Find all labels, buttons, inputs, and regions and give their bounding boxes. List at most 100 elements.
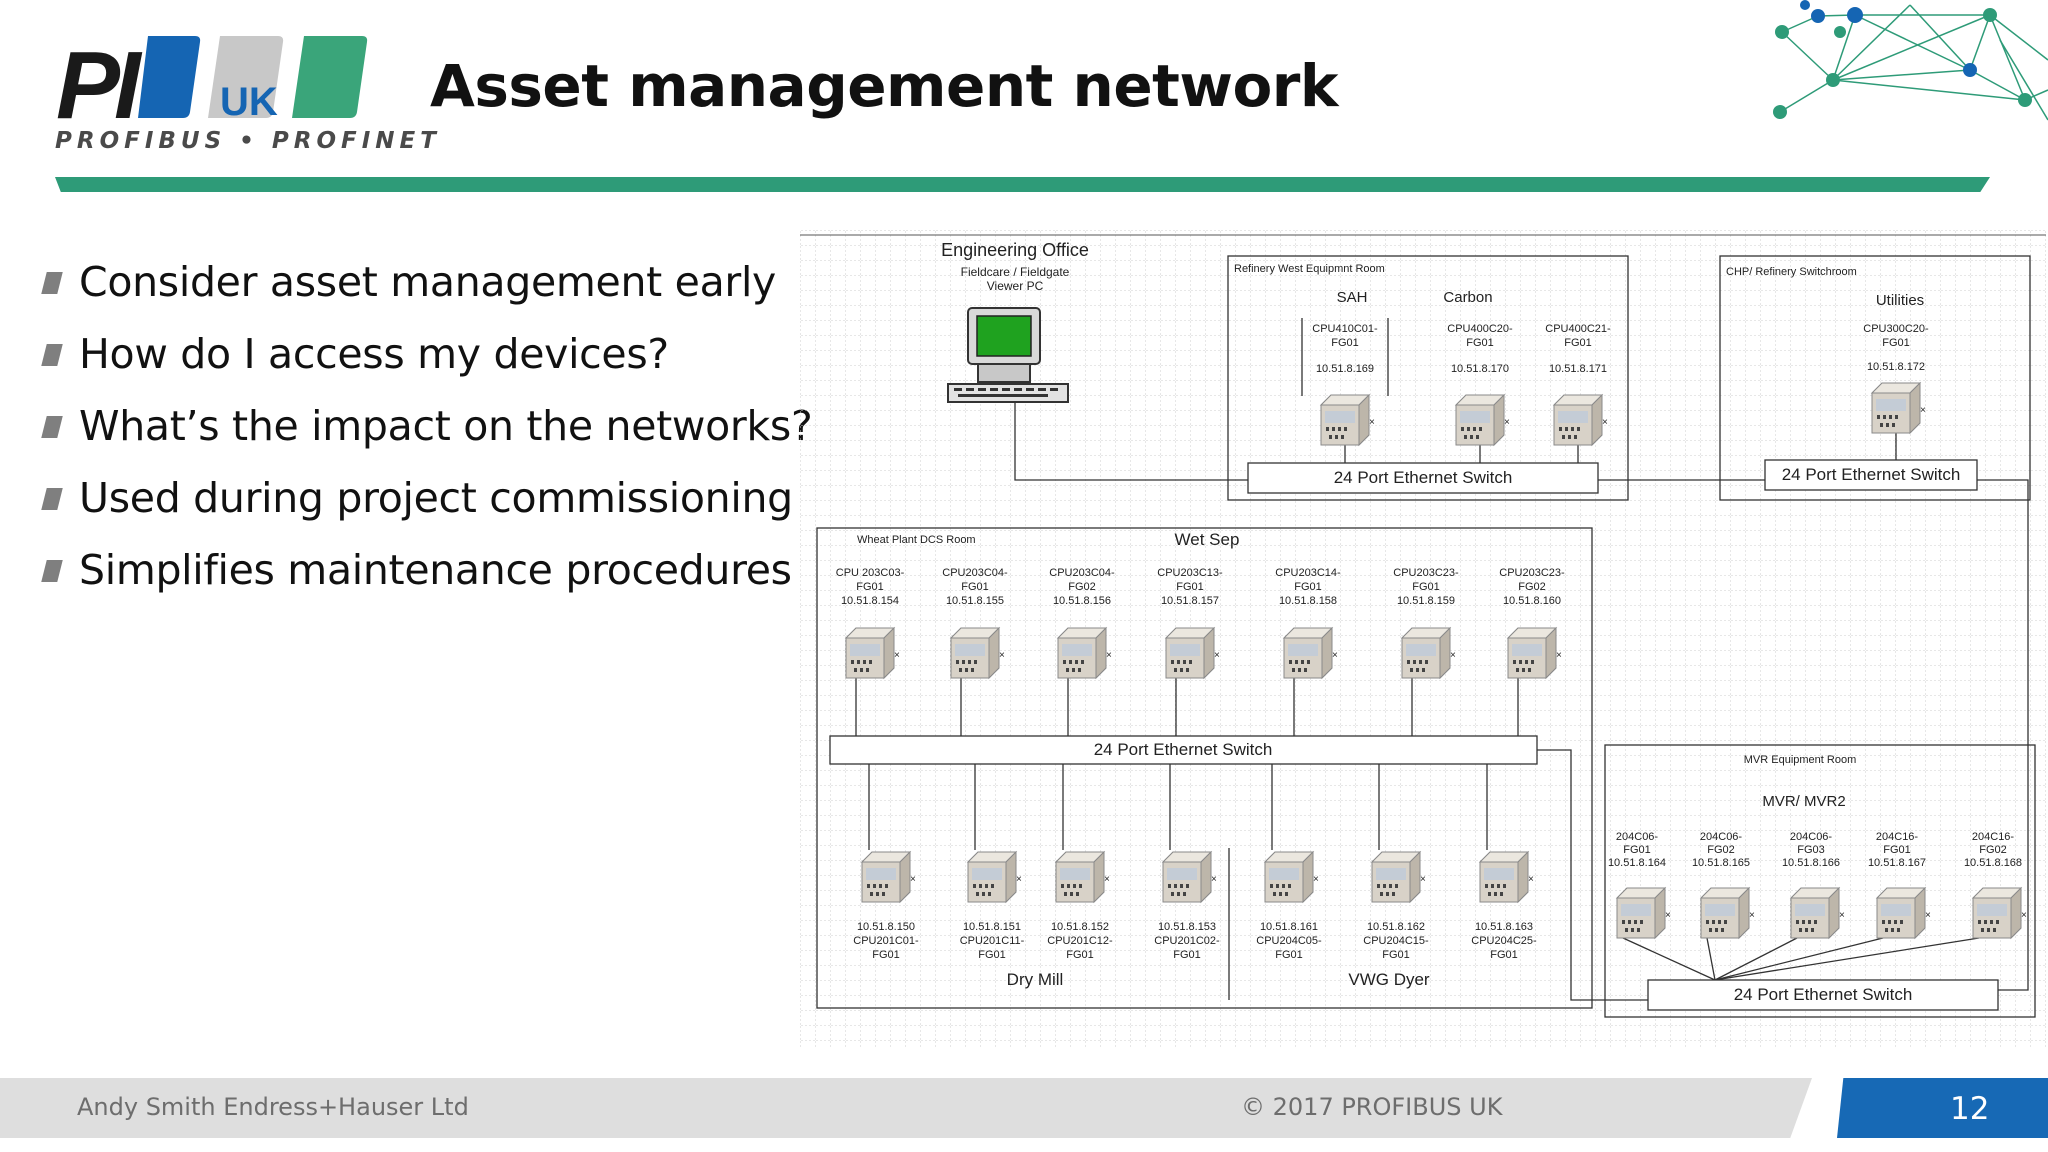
device-ip-label: 10.51.8.162 [1367, 921, 1425, 933]
device-name-label: CPU400C20- [1447, 323, 1513, 335]
device-name-label: FG01 [1066, 949, 1094, 961]
device-name-label: CPU203C13- [1157, 567, 1223, 579]
device-name-label: CPU203C04- [1049, 567, 1115, 579]
chp-switch-label: 24 Port Ethernet Switch [1782, 465, 1961, 484]
device-name-label: CPU203C04- [942, 567, 1008, 579]
logo-grey-block [208, 36, 284, 118]
device-ip-label: 10.51.8.167 [1868, 857, 1926, 869]
device-name-label: CPU204C25- [1471, 935, 1537, 947]
footer-bar [0, 1078, 1812, 1138]
device-name-label: FG01 [978, 949, 1006, 961]
bullet-text: How do I access my devices? [79, 330, 669, 378]
device-name-label: CPU203C23- [1393, 567, 1459, 579]
device-icon [1165, 627, 1221, 679]
device-icon [1790, 887, 1846, 939]
device-icon [1876, 887, 1932, 939]
device-name-label: FG02 [1518, 581, 1546, 593]
device-name-label: CPU201C01- [853, 935, 919, 947]
device-icon [1320, 394, 1376, 446]
device-icon [950, 627, 1006, 679]
footer-author: Andy Smith Endress+Hauser Ltd [77, 1093, 469, 1121]
device-ip-label: 10.51.8.158 [1279, 595, 1337, 607]
device-name-label: 204C06- [1700, 831, 1743, 843]
device-icon [1553, 394, 1609, 446]
bullet-text: What’s the impact on the networks? [79, 402, 813, 450]
network-diagram: × Engineering Office Fieldcare / Fieldga… [800, 230, 2046, 1048]
device-name-label: FG01 [1882, 337, 1910, 349]
device-name-label: FG01 [1883, 844, 1911, 856]
device-ip-label: 10.51.8.152 [1051, 921, 1109, 933]
device-ip-label: 10.51.8.156 [1053, 595, 1111, 607]
device-ip-label: 10.51.8.150 [857, 921, 915, 933]
device-name-label: FG01 [1490, 949, 1518, 961]
logo-uk-text: UK [220, 80, 278, 124]
logo-pi-text: PI [56, 32, 143, 128]
device-icon [1479, 851, 1535, 903]
bullet-text: Consider asset management early [79, 258, 777, 306]
bullet-marker [41, 272, 63, 294]
mvr-group-label: MVR/ MVR2 [1762, 793, 1845, 810]
device-icon [1371, 851, 1427, 903]
network-link [1714, 937, 1980, 981]
network-link [1714, 937, 1884, 981]
device-ip-label: 10.51.8.169 [1316, 363, 1374, 375]
device-ip-label: 10.51.8.161 [1260, 921, 1318, 933]
device-ip-label: 10.51.8.163 [1475, 921, 1533, 933]
device-icon [861, 851, 917, 903]
bullet-item: Consider asset management early [40, 255, 812, 327]
computer-icon [947, 307, 1069, 403]
device-ip-label: 10.51.8.155 [946, 595, 1004, 607]
bullet-item: Simplifies maintenance procedures [40, 543, 812, 615]
engineering-office-caption: Viewer PC [987, 279, 1044, 293]
device-name-label: CPU204C05- [1256, 935, 1322, 947]
device-name-label: 204C16- [1876, 831, 1919, 843]
network-link [1706, 937, 1716, 981]
logo-blue-block [138, 36, 201, 118]
device-name-label: 204C06- [1790, 831, 1833, 843]
device-ip-label: 10.51.8.160 [1503, 595, 1561, 607]
device-name-label: CPU201C11- [960, 935, 1025, 947]
device-icon [967, 851, 1023, 903]
device-name-label: FG01 [856, 581, 884, 593]
device-ip-label: 10.51.8.172 [1867, 361, 1925, 373]
device-name-label: FG02 [1707, 844, 1735, 856]
device-name-label: CPU203C14- [1275, 567, 1341, 579]
device-ip-label: 10.51.8.164 [1608, 857, 1666, 869]
network-link [1977, 479, 2029, 991]
engineering-office-title: Engineering Office [941, 240, 1089, 260]
mvr-room-label: MVR Equipment Room [1744, 754, 1857, 766]
device-icon [1871, 382, 1927, 434]
device-name-label: FG01 [872, 949, 900, 961]
device-ip-label: 10.51.8.157 [1161, 595, 1219, 607]
device-icon [845, 627, 901, 679]
device-ip-label: 10.51.8.154 [841, 595, 899, 607]
bullet-marker [41, 488, 63, 510]
device-name-label: FG03 [1797, 844, 1825, 856]
device-name-label: FG01 [1331, 337, 1359, 349]
device-name-label: FG01 [1294, 581, 1322, 593]
network-decoration [1760, 0, 2048, 130]
device-icon [1972, 887, 2028, 939]
device-name-label: FG01 [1275, 949, 1303, 961]
bullet-marker [41, 560, 63, 582]
device-name-label: CPU410C01- [1312, 323, 1378, 335]
device-name-label: 204C16- [1972, 831, 2015, 843]
page-number-box [1837, 1078, 2048, 1138]
bullet-item: How do I access my devices? [40, 327, 812, 399]
device-name-label: FG01 [1173, 949, 1201, 961]
device-name-label: FG01 [1623, 844, 1651, 856]
device-name-label: CPU201C02- [1154, 935, 1220, 947]
device-name-label: CPU201C12- [1047, 935, 1113, 947]
bullet-marker [41, 416, 63, 438]
wet-sep-group-label: Wet Sep [1175, 530, 1240, 549]
dry-mill-group-label: Dry Mill [1007, 970, 1064, 989]
device-icon [1283, 627, 1339, 679]
device-name-label: CPU 203C03- [836, 567, 905, 579]
chp-room-label: CHP/ Refinery Switchroom [1726, 266, 1857, 278]
device-icon [1700, 887, 1756, 939]
device-icon [1264, 851, 1320, 903]
refinery-west-switch-label: 24 Port Ethernet Switch [1334, 468, 1513, 487]
device-ip-label: 10.51.8.166 [1782, 857, 1840, 869]
carbon-group-label: Carbon [1443, 289, 1492, 306]
pi-uk-logo: PI UK [50, 28, 380, 163]
